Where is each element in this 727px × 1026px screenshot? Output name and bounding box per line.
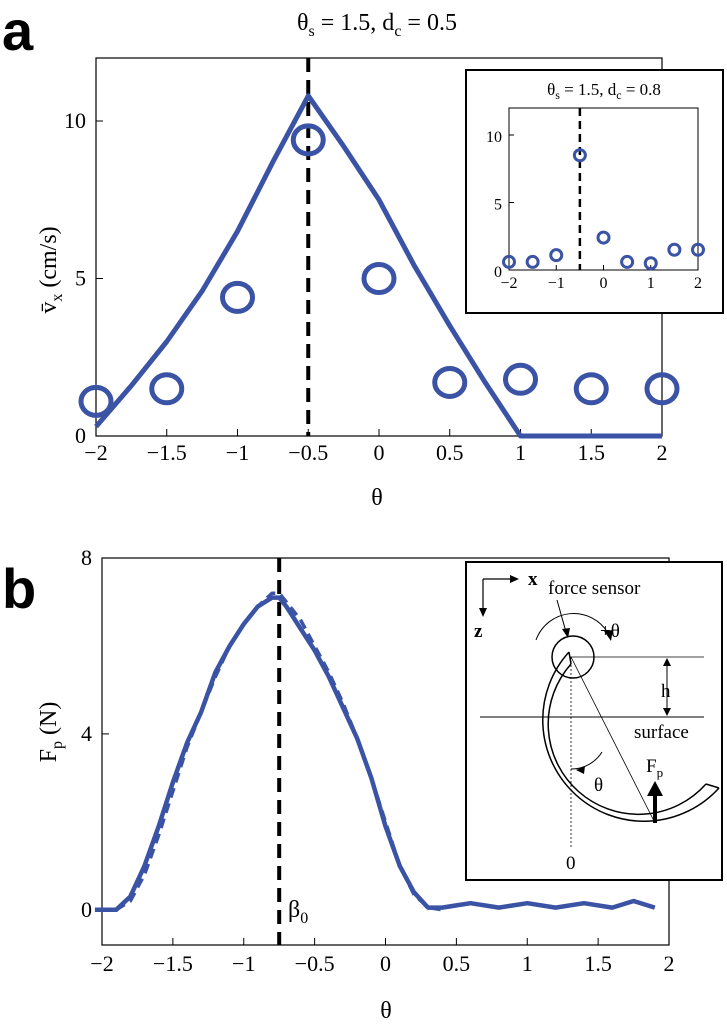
x-tick-label: −1 — [548, 275, 565, 292]
y-tick-label: 0 — [75, 423, 86, 448]
y-tick-label: 5 — [75, 266, 86, 291]
diagram-leg-outer — [542, 651, 720, 822]
diagram-plus-theta-arc — [535, 613, 609, 641]
y-tick-label: 10 — [486, 129, 502, 146]
panel-a-title: θs = 1.5, dc = 0.5 — [297, 10, 457, 40]
x-tick-label: −1 — [226, 440, 249, 465]
x-tick-label: 2 — [664, 951, 675, 976]
diagram-plus-theta-arrow-icon — [604, 630, 613, 641]
model-line — [94, 93, 662, 439]
panel-a-inset-points — [502, 148, 705, 271]
data-point — [643, 256, 658, 271]
panel-a-inset-title: θs = 1.5, dc = 0.8 — [547, 80, 661, 102]
data-point — [290, 123, 326, 157]
data-point — [525, 254, 540, 269]
x-tick-label: −2 — [84, 440, 107, 465]
panel-b-xlabel: θ — [380, 998, 392, 1024]
diagram-z-label: z — [474, 621, 483, 642]
data-point — [691, 242, 705, 257]
panel-a-letter: a — [2, 0, 34, 62]
diagram-frame — [465, 561, 723, 881]
data-point — [78, 384, 114, 418]
x-tick-label: 1 — [647, 275, 655, 292]
panel-a-xlabel: θ — [371, 485, 383, 511]
diagram-force-sensor-icon — [551, 635, 595, 679]
x-tick-label: 0.5 — [436, 440, 464, 465]
data-point — [220, 280, 255, 314]
panel-a-line — [94, 93, 662, 439]
x-tick-label: 1.5 — [584, 951, 612, 976]
diagram-h-up-arrow-icon — [663, 658, 671, 666]
x-tick-label: 0 — [380, 951, 391, 976]
diagram-leg-inner — [547, 663, 707, 816]
x-tick-label: −1.5 — [153, 951, 193, 976]
diagram-sensor-pointer-arrow-icon — [562, 628, 570, 638]
x-tick-label: −2 — [500, 275, 517, 292]
data-point — [149, 372, 185, 406]
panel-a-inset-ticks: −2 −1 0 1 2 0 5 10 — [486, 129, 702, 292]
diagram-theta-arc — [570, 751, 603, 770]
panel-b-ticks: −2 −1.5 −1 −0.5 0 0.5 1 1.5 2 0 4 8 — [81, 545, 675, 976]
data-point — [644, 372, 680, 406]
y-tick-label: 10 — [64, 108, 86, 133]
data-point — [502, 254, 516, 269]
diagram-force-arrow-icon — [647, 781, 663, 796]
y-tick-label: 8 — [81, 545, 92, 570]
diagram-zero-label: 0 — [566, 853, 576, 874]
x-tick-label: −2 — [90, 951, 113, 976]
solid-series-line — [94, 595, 656, 913]
diagram-force-sensor-label: force sensor — [548, 578, 641, 599]
panel-b-ylabel: Fp (N) — [36, 702, 66, 763]
data-point — [596, 230, 611, 245]
x-tick-label: −1 — [232, 951, 255, 976]
data-point — [503, 362, 538, 396]
x-tick-label: −1.5 — [147, 440, 187, 465]
diagram-leg-bottom-end — [705, 783, 720, 789]
data-point — [549, 248, 564, 263]
diagram-sensor-pointer — [556, 599, 567, 633]
x-tick-label: 1.5 — [578, 440, 606, 465]
x-tick-label: 1 — [515, 440, 526, 465]
x-tick-label: 2 — [694, 275, 702, 292]
x-tick-label: −0.5 — [295, 951, 335, 976]
data-point — [573, 372, 609, 406]
panel-a-points — [78, 123, 680, 418]
diagram-surface-label: surface — [634, 722, 689, 743]
data-point — [572, 148, 587, 163]
diagram-z-arrow-icon — [479, 608, 487, 617]
data-point — [620, 254, 635, 269]
x-tick-label: 0 — [374, 440, 385, 465]
diagram-h-label: h — [661, 681, 671, 702]
panel-a-ylabel: v̄x (cm/s) — [36, 226, 66, 313]
x-tick-label: −0.5 — [288, 440, 328, 465]
x-tick-label: 0.5 — [443, 951, 471, 976]
data-point — [361, 262, 397, 295]
diagram-x-label: x — [528, 569, 538, 590]
data-point — [432, 365, 468, 399]
x-tick-label: 0 — [600, 275, 608, 292]
diagram-theta-arrow-icon — [576, 766, 585, 774]
diagram-plus-theta-label: +θ — [600, 621, 620, 642]
y-tick-label: 5 — [494, 197, 502, 214]
y-tick-label: 0 — [494, 264, 502, 281]
panel-b-inset-diagram: x z force sensor surface h +θ θ 0 — [465, 561, 723, 881]
diagram-x-arrow-icon — [510, 575, 519, 583]
y-tick-label: 4 — [81, 721, 92, 746]
panel-b-letter: b — [2, 557, 36, 620]
dashed-series-line — [115, 591, 443, 912]
y-tick-label: 0 — [81, 897, 92, 922]
panel-b-series — [94, 591, 656, 913]
diagram-h-down-arrow-icon — [663, 708, 671, 716]
diagram-theta-label: θ — [594, 775, 603, 796]
x-tick-label: 2 — [657, 440, 668, 465]
data-point — [667, 242, 682, 257]
panel-b-vline-label: β0 — [288, 897, 308, 927]
diagram-angle-line — [570, 656, 656, 824]
x-tick-label: 1 — [522, 951, 533, 976]
